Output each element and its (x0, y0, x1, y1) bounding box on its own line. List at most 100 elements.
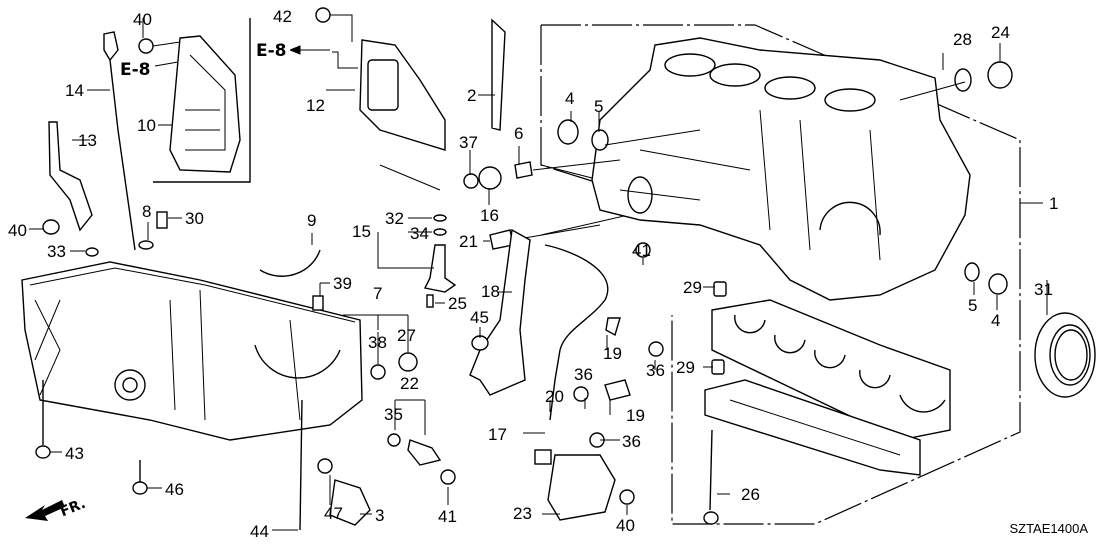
callout-24[interactable]: 24 (991, 23, 1010, 42)
bracket-22 (394, 399, 426, 435)
callout-32[interactable]: 32 (385, 209, 404, 228)
connector-drawing (534, 449, 552, 465)
pan-bolt-long-drawing (299, 399, 303, 531)
bolt-36-a-drawing (648, 341, 664, 357)
callout-5[interactable]: 5 (968, 296, 978, 315)
leader-42 (330, 14, 358, 69)
callout-7[interactable]: 7 (373, 284, 383, 303)
callout-2[interactable]: 2 (467, 86, 477, 105)
callout-36[interactable]: 36 (622, 432, 641, 451)
callout-30[interactable]: 30 (185, 209, 204, 228)
bearing-caps-drawing (704, 281, 951, 476)
leader-28-block (899, 81, 966, 101)
callout-26[interactable]: 26 (741, 485, 760, 504)
o-ring-33-drawing (85, 247, 99, 257)
o-ring-8-drawing (138, 240, 154, 250)
callout-44[interactable]: 44 (250, 522, 269, 541)
drain-bolt-drawing (398, 352, 418, 372)
callout-41[interactable]: 41 (632, 241, 651, 260)
callout-20[interactable]: 20 (545, 387, 564, 406)
knock-sensor-drawing (478, 166, 502, 190)
leader-lines (29, 18, 1048, 531)
callout-28[interactable]: 28 (953, 30, 972, 49)
bolt-41-sensor-drawing (440, 469, 456, 485)
dowel-39-drawing (312, 295, 324, 311)
bolt-36-b-drawing (573, 386, 589, 402)
callout-15[interactable]: 15 (352, 222, 371, 241)
callout-13[interactable]: 13 (78, 131, 97, 150)
callout-25[interactable]: 25 (448, 294, 467, 313)
bolt-47-drawing (317, 458, 333, 474)
callout-35[interactable]: 35 (384, 405, 403, 424)
callout-17[interactable]: 17 (488, 425, 507, 444)
callout-45[interactable]: 45 (470, 308, 489, 327)
callout-38[interactable]: 38 (368, 333, 387, 352)
callout-37[interactable]: 37 (459, 133, 478, 152)
callout-21[interactable]: 21 (459, 232, 478, 251)
baffle-9-drawing (259, 249, 321, 277)
plug-24-drawing (987, 61, 1013, 89)
ref-label-e8[interactable]: E-8 (256, 41, 287, 61)
arrow-left-icon (290, 45, 330, 55)
dipstick-handle (103, 31, 119, 62)
callout-40[interactable]: 40 (616, 516, 635, 535)
callout-33[interactable]: 33 (47, 242, 66, 261)
callout-36[interactable]: 36 (574, 365, 593, 384)
dipstick-tube-drawing (48, 121, 93, 232)
side-cover-drawing (359, 39, 446, 151)
leader-e8-left (152, 41, 181, 67)
callout-29[interactable]: 29 (676, 358, 695, 377)
leader-11-to-32 (379, 164, 441, 191)
bolt-46-head (132, 481, 148, 495)
callout-40[interactable]: 40 (133, 10, 152, 29)
callout-23[interactable]: 23 (513, 504, 532, 523)
callout-42[interactable]: 42 (273, 7, 292, 26)
callout-6[interactable]: 6 (514, 124, 524, 143)
pressure-switch-drawing (514, 161, 533, 179)
jet-bolt-drawing (426, 294, 434, 308)
callout-9[interactable]: 9 (307, 211, 317, 230)
callout-22[interactable]: 22 (400, 374, 419, 393)
harness-wire (544, 244, 609, 421)
callout-4[interactable]: 4 (565, 89, 575, 108)
callout-19[interactable]: 19 (603, 344, 622, 363)
leader-21-block (512, 224, 601, 241)
callout-19[interactable]: 19 (626, 406, 645, 425)
leader-5-block (604, 129, 701, 146)
callout-5[interactable]: 5 (594, 97, 604, 116)
callout-3[interactable]: 3 (375, 506, 385, 525)
callout-11[interactable]: 12 (306, 96, 325, 115)
callout-41[interactable]: 41 (438, 507, 457, 526)
callout-4[interactable]: 4 (991, 311, 1001, 330)
callout-14[interactable]: 14 (65, 81, 84, 100)
callout-8[interactable]: 8 (142, 202, 152, 221)
callout-10[interactable]: 10 (137, 116, 156, 135)
ref-label-e8[interactable]: E-8 (120, 60, 151, 80)
washer-upper-drawing (591, 129, 609, 151)
bolt-41-harness-drawing (635, 242, 651, 258)
clamp-19-lower-drawing (604, 379, 631, 401)
callout-47[interactable]: 47 (324, 504, 343, 523)
dipstick-shaft (109, 59, 136, 251)
gauge-guide-drawing (491, 18, 506, 131)
callout-34[interactable]: 34 (410, 224, 429, 243)
callout-39[interactable]: 39 (333, 274, 352, 293)
callout-31[interactable]: 31 (1034, 280, 1053, 299)
callout-43[interactable]: 43 (65, 444, 84, 463)
callout-46[interactable]: 46 (165, 480, 184, 499)
oil-seal-drawing (1034, 312, 1096, 398)
sensor-cover-drawing (547, 454, 616, 521)
callout-16[interactable]: 16 (480, 206, 499, 225)
callout-27[interactable]: 27 (397, 326, 416, 345)
washer-32-drawing (433, 214, 447, 222)
clamp-19-upper-drawing (605, 317, 621, 337)
callout-40[interactable]: 40 (8, 221, 27, 240)
bracket-15 (377, 232, 434, 269)
callout-36[interactable]: 36 (646, 361, 665, 380)
callout-29[interactable]: 29 (683, 278, 702, 297)
callout-18[interactable]: 18 (481, 282, 500, 301)
washer-lower-drawing (964, 262, 980, 282)
callout-1[interactable]: 1 (1049, 194, 1059, 213)
